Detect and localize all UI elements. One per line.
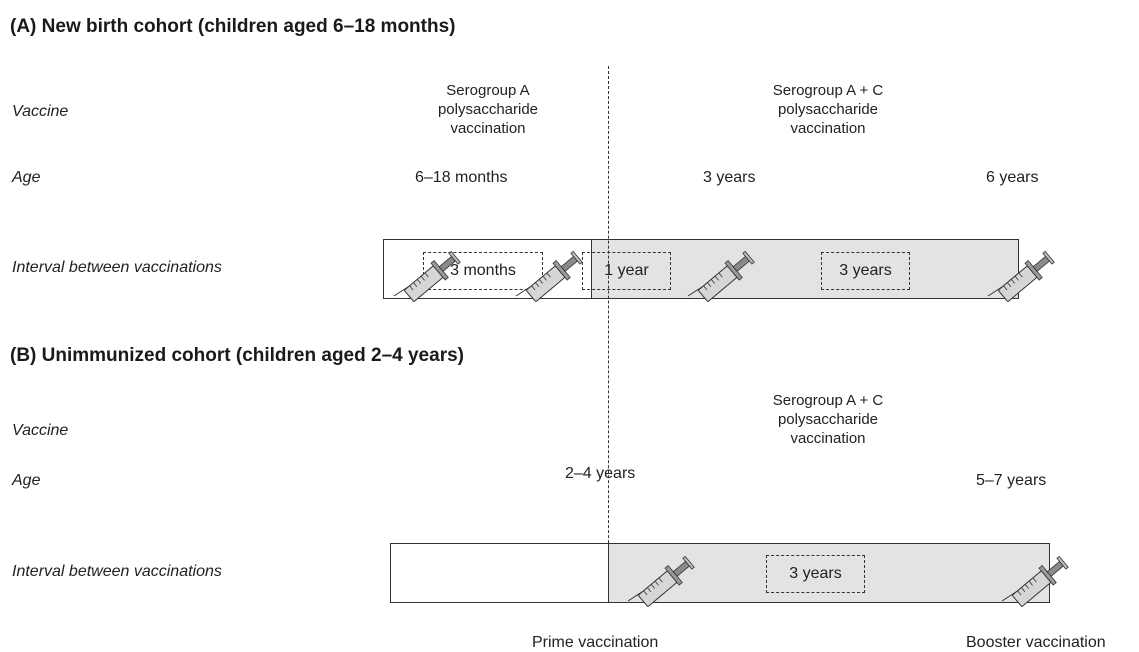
section-a-age-label: Age [12,169,41,186]
section-b-bar-white [390,543,610,603]
section-a-interval-1-year: 1 year [582,252,671,290]
section-b-age-label: Age [12,472,41,489]
syringe-icon [627,552,698,608]
section-a-interval-label: Interval between vaccinations [12,259,222,276]
prime-divider-line [608,66,609,603]
syringe-icon [515,247,586,303]
section-a-interval-3-years: 3 years [821,252,910,290]
section-b-age-1: 2–4 years [565,465,636,482]
vaccine-line: Serogroup A + C [772,392,884,409]
section-b-bar-grey [608,543,1050,603]
section-a-interval-3-months: 3 months [423,252,543,290]
section-b-age-2: 5–7 years [976,472,1047,489]
vaccine-line: polysaccharide [777,411,879,428]
section-a-title: (A) New birth cohort (children aged 6–18… [10,16,456,37]
syringe-icon [393,247,464,303]
section-b-interval-3-years: 3 years [766,555,865,593]
vaccine-line: vaccination [790,120,866,137]
section-b-interval-label: Interval between vaccinations [12,563,222,580]
vaccine-line: vaccination [790,430,866,447]
section-a-vaccine-serogroup-a: Serogroup A polysaccharide vaccination [378,81,598,138]
vaccine-line: Serogroup A + C [772,82,884,99]
syringe-icon [1001,552,1072,608]
section-b-vaccine-label: Vaccine [12,422,69,439]
vaccine-line: Serogroup A [446,82,530,99]
syringe-icon [987,247,1058,303]
booster-vaccination-label: Booster vaccination [966,634,1106,651]
prime-vaccination-label: Prime vaccination [532,634,659,651]
section-a-age-1: 6–18 months [415,169,508,186]
vaccine-line: vaccination [450,120,526,137]
syringe-icon [687,247,758,303]
vaccine-line: polysaccharide [777,101,879,118]
section-a-vaccine-label: Vaccine [12,103,69,120]
section-a-age-2: 3 years [703,169,756,186]
section-a-age-3: 6 years [986,169,1039,186]
section-b-title: (B) Unimmunized cohort (children aged 2–… [10,345,464,366]
section-a-vaccine-serogroup-ac: Serogroup A + C polysaccharide vaccinati… [718,81,938,138]
section-b-vaccine-serogroup-ac: Serogroup A + C polysaccharide vaccinati… [718,391,938,448]
vaccine-line: polysaccharide [437,101,539,118]
